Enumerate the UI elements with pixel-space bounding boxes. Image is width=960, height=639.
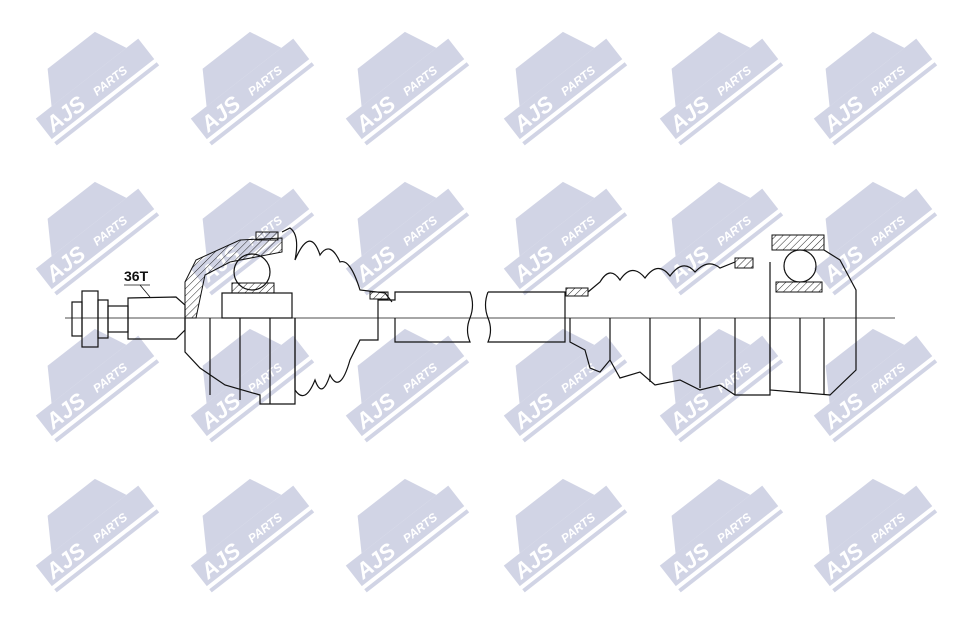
ajs-parts-watermark-logo: AJS PARTS — [659, 181, 784, 296]
label-leader — [139, 284, 151, 298]
ajs-parts-watermark-logo: AJS PARTS — [659, 31, 784, 146]
ajs-parts-watermark-logo: AJS PARTS — [813, 31, 938, 146]
inner-cv-joint — [769, 234, 857, 396]
hub-nut — [71, 290, 129, 348]
ajs-parts-watermark-logo: AJS PARTS — [345, 181, 470, 296]
outer-boot — [255, 227, 393, 397]
ajs-parts-watermark-logo: AJS PARTS — [659, 478, 784, 593]
ajs-parts-watermark-logo: AJS PARTS — [503, 478, 628, 593]
ajs-parts-watermark-logo: AJS PARTS — [813, 328, 938, 443]
ajs-parts-watermark-logo: AJS PARTS — [813, 181, 938, 296]
ajs-parts-watermark-logo: AJS PARTS — [35, 328, 160, 443]
ajs-parts-watermark-logo: AJS PARTS — [190, 328, 315, 443]
inner-boot — [565, 257, 771, 396]
ajs-parts-watermark-logo: AJS PARTS — [190, 31, 315, 146]
spline-count-label: 36T — [124, 268, 149, 284]
ajs-parts-watermark-logo: AJS PARTS — [345, 31, 470, 146]
outer-cv-joint — [184, 237, 296, 405]
ajs-parts-watermark-logo: AJS PARTS — [813, 478, 938, 593]
intermediate-shaft — [377, 291, 566, 343]
ajs-parts-watermark-logo: AJS PARTS — [35, 31, 160, 146]
